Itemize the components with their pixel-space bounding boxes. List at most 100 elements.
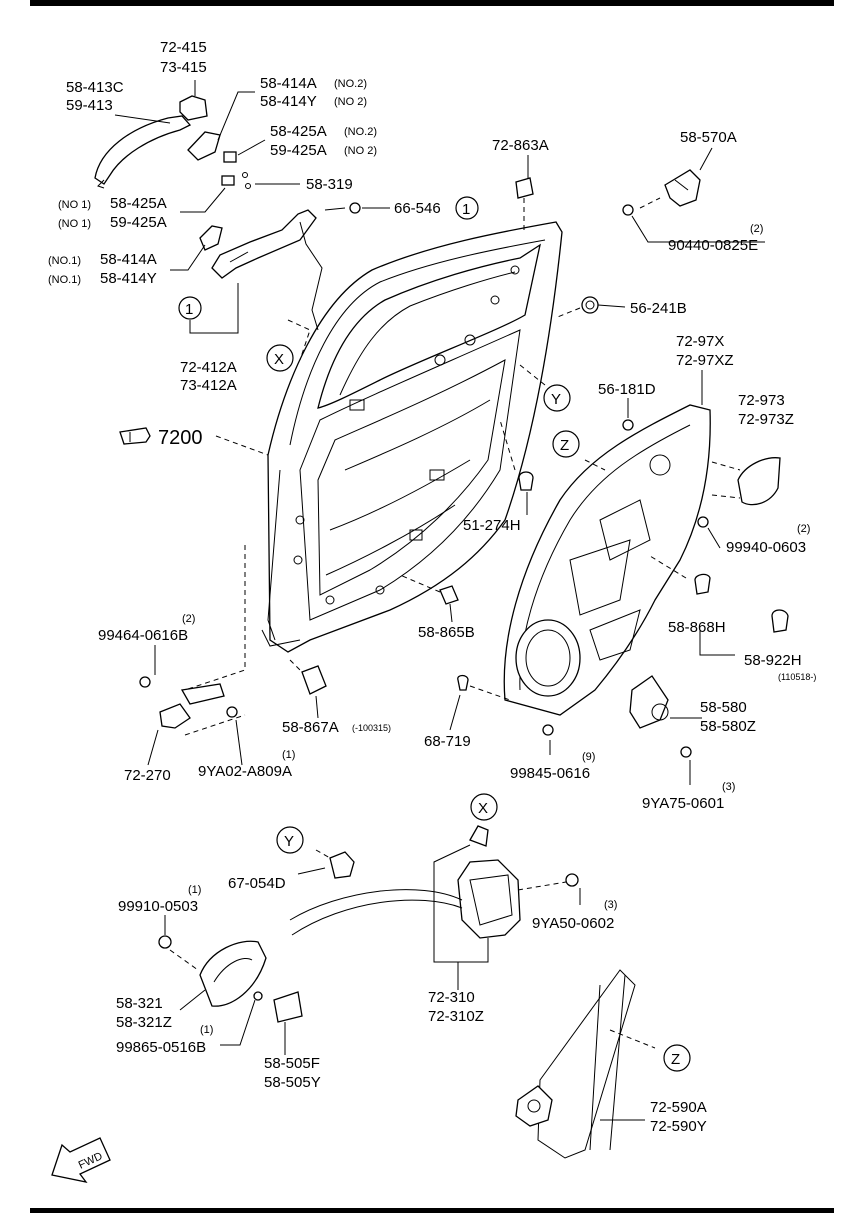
label-72-310z: 72-310Z: [428, 1008, 484, 1025]
qty-9ya50: (3): [604, 899, 617, 911]
fwd-arrow-icon: [51, 1137, 111, 1183]
label-68-719: 68-719: [424, 733, 471, 750]
handle-bracket-72-412a: [211, 209, 317, 279]
label-9ya75-0601: 9YA75-0601: [642, 795, 724, 812]
qualifier-58-414a-no2: (NO.2): [334, 78, 367, 90]
label-72-973z: 72-973Z: [738, 411, 794, 428]
label-72-863a: 72-863A: [492, 137, 549, 154]
qty-90440: (2): [750, 223, 763, 235]
checker-58-570a: [664, 169, 701, 207]
label-99464-0616b: 99464-0616B: [98, 627, 188, 644]
qualifier-58-414y-no1: (NO.1): [48, 274, 81, 286]
qty-99865: (1): [200, 1024, 213, 1036]
label-58-505y: 58-505Y: [264, 1074, 321, 1091]
label-73-412a: 73-412A: [180, 377, 237, 394]
label-58-414a-no2: 58-414A: [260, 75, 317, 92]
cap-58-868h: [694, 573, 711, 595]
qty-99845: (9): [582, 751, 595, 763]
clip-68-719: [457, 674, 469, 691]
callout-z-upper: Z: [560, 437, 569, 454]
label-72-590a: 72-590A: [650, 1099, 707, 1116]
label-58-413c: 58-413C: [66, 79, 124, 96]
label-66-546: 66-546: [394, 200, 441, 217]
label-58-922h: 58-922H: [744, 652, 802, 669]
label-58-414y-no1: 58-414Y: [100, 270, 157, 287]
label-72-415: 72-415: [160, 39, 207, 56]
qty-9ya75: (3): [722, 781, 735, 793]
outer-handle-group: [94, 95, 361, 331]
callout-z-lower: Z: [671, 1051, 680, 1068]
label-9ya02-a809a: 9YA02-A809A: [198, 763, 292, 780]
label-9ya50-0602: 9YA50-0602: [532, 915, 614, 932]
qualifier-58-414y-no2: (NO 2): [334, 96, 367, 108]
part-labels: 72-415 73-415 58-413C 59-413 58-414A (NO…: [48, 39, 816, 1172]
label-58-414a-no1: 58-414A: [100, 251, 157, 268]
qualifier-58-414a-no1: (NO.1): [48, 255, 81, 267]
callout-x-upper: X: [274, 351, 284, 368]
label-72-270: 72-270: [124, 767, 171, 784]
clip-67-054d: [329, 851, 355, 879]
qty-99940: (2): [797, 523, 810, 535]
note-58-922h: (110518-): [778, 672, 816, 682]
qty-99910: (1): [188, 884, 201, 896]
qualifier-59-425a-no2: (NO 2): [344, 145, 377, 157]
label-72-97x: 72-97X: [676, 333, 724, 350]
pad-58-922h: [771, 609, 789, 633]
leader-lines: [114, 80, 765, 1121]
cables: [289, 889, 463, 936]
label-58-321: 58-321: [116, 995, 163, 1012]
qty-9ya02: (1): [282, 749, 295, 761]
label-99845-0616: 99845-0616: [510, 765, 590, 782]
label-56-241b: 56-241B: [630, 300, 687, 317]
handle-bezel-58-414a-no2: [187, 131, 221, 161]
label-58-425a-no2: 58-425A: [270, 123, 327, 140]
label-58-505f: 58-505F: [264, 1055, 320, 1072]
door-trim-board: [503, 404, 711, 716]
bumper-72-863a: [515, 177, 534, 199]
label-59-425a-no1: 59-425A: [110, 214, 167, 231]
window-regulator-72-590a: [515, 969, 656, 1159]
label-58-414y-no2: 58-414Y: [260, 93, 317, 110]
top-rule: [30, 0, 834, 6]
bezel-58-414a-no1: [199, 225, 223, 251]
note-58-867a: (-100315): [352, 723, 391, 733]
label-72-590y: 72-590Y: [650, 1118, 707, 1135]
label-58-580z: 58-580Z: [700, 718, 756, 735]
qualifier-58-425a-no1: (NO 1): [58, 199, 91, 211]
qualifier-58-425a-no2: (NO.2): [344, 126, 377, 138]
label-99940-0603: 99940-0603: [726, 539, 806, 556]
motor-58-580: [629, 675, 669, 729]
plug-51-274h: [518, 471, 534, 491]
label-72-412a: 72-412A: [180, 359, 237, 376]
hinge-72-270: [139, 545, 246, 736]
grommet-56-241b: [581, 296, 599, 314]
label-67-054d: 67-054D: [228, 875, 286, 892]
qualifier-59-425a-no1: (NO 1): [58, 218, 91, 230]
door-shell: [261, 221, 563, 653]
label-58-865b: 58-865B: [418, 624, 475, 641]
label-58-570a: 58-570A: [680, 129, 737, 146]
clip-58-867a: [301, 665, 327, 695]
cover-72-973: [737, 457, 781, 506]
label-59-425a-no2: 59-425A: [270, 142, 327, 159]
outside-handle-58-413c: [94, 115, 192, 185]
inner-handle-58-321: [199, 940, 267, 1007]
label-58-321z: 58-321Z: [116, 1014, 172, 1031]
label-58-868h: 58-868H: [668, 619, 726, 636]
label-72-310: 72-310: [428, 989, 475, 1006]
callout-y-upper: Y: [551, 391, 561, 408]
bumper-58-865b: [439, 585, 459, 605]
label-58-580: 58-580: [700, 699, 747, 716]
ref-1: 1: [185, 301, 193, 318]
lock-actuator-72-310: [457, 825, 579, 939]
cover-58-505f: [273, 991, 303, 1023]
handle-cover-72-415: [179, 95, 208, 121]
label-58-867a: 58-867A: [282, 719, 339, 736]
label-72-97xz: 72-97XZ: [676, 352, 734, 369]
label-99865-0516b: 99865-0516B: [116, 1039, 206, 1056]
qty-99464: (2): [182, 613, 195, 625]
label-56-181d: 56-181D: [598, 381, 656, 398]
bottom-rule: [30, 1208, 834, 1213]
label-72-973: 72-973: [738, 392, 785, 409]
